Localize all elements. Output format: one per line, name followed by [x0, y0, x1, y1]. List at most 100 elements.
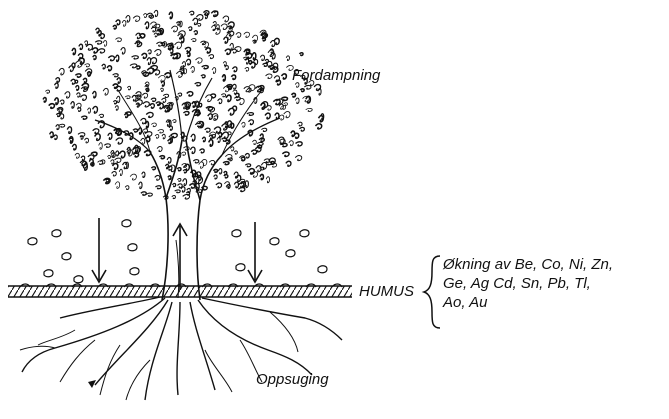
foliage-scribble: [113, 101, 116, 104]
foliage-scribble: [71, 79, 76, 84]
foliage-scribble: [65, 92, 70, 98]
foliage-scribble: [186, 59, 190, 65]
foliage-scribble: [130, 64, 137, 68]
foliage-scribble: [232, 84, 236, 89]
foliage-scribble: [163, 94, 168, 97]
foliage-scribble: [108, 133, 112, 139]
foliage-scribble: [216, 25, 219, 30]
foliage-scribble: [169, 12, 172, 19]
foliage-scribble: [88, 108, 91, 113]
foliage-scribble: [251, 150, 256, 154]
foliage-scribble: [49, 104, 55, 109]
foliage-scribble: [295, 156, 301, 161]
foliage-scribble: [202, 137, 205, 142]
foliage-scribble: [202, 66, 209, 69]
foliage-scribble: [206, 48, 211, 53]
foliage-scribble: [162, 98, 166, 102]
foliage-scribble: [85, 138, 89, 143]
foliage-scribble: [145, 22, 149, 29]
falling-leaf: [62, 253, 71, 260]
foliage-scribble: [146, 112, 153, 117]
falling-leaf: [44, 270, 53, 277]
foliage-scribble: [121, 48, 125, 55]
foliage-scribble: [122, 20, 126, 26]
enrichment-line: Ge, Ag Cd, Sn, Pb, Tl,: [443, 274, 591, 293]
foliage-scribble: [300, 89, 304, 92]
foliage-scribble: [132, 95, 136, 101]
foliage-scribble: [295, 98, 299, 104]
tree-trunk: [95, 70, 280, 300]
foliage-scribble: [172, 183, 175, 186]
foliage-scribble: [85, 64, 90, 67]
foliage-scribble: [214, 175, 217, 179]
foliage-scribble: [286, 56, 289, 61]
foliage-scribble: [263, 63, 268, 66]
foliage-scribble: [191, 66, 195, 72]
foliage-scribble: [83, 78, 86, 82]
foliage-scribble: [43, 97, 46, 102]
foliage-scribble: [282, 74, 287, 79]
foliage-scribble: [151, 123, 156, 127]
foliage-scribble: [167, 157, 171, 163]
uptake-label: Oppsuging: [256, 370, 329, 389]
foliage-scribble: [142, 53, 147, 58]
arrow-sap-rise: [173, 224, 187, 290]
foliage-scribble: [172, 195, 176, 198]
falling-leaf: [300, 230, 309, 237]
foliage-scribble: [181, 152, 185, 155]
foliage-scribble: [151, 98, 156, 101]
foliage-scribble: [69, 66, 74, 72]
foliage-scribble: [177, 168, 181, 171]
foliage-scribble: [81, 116, 87, 119]
foliage-scribble: [116, 138, 123, 144]
foliage-scribble: [165, 73, 171, 78]
foliage-scribble: [266, 74, 272, 79]
foliage-scribble: [125, 96, 130, 99]
foliage-scribble: [104, 144, 110, 148]
foliage-scribble: [183, 179, 187, 186]
foliage-scribble: [224, 171, 227, 175]
falling-leaf: [128, 244, 137, 251]
foliage-scribble: [93, 106, 98, 113]
foliage-scribble: [98, 49, 105, 53]
falling-leaf: [122, 220, 131, 227]
foliage-scribble: [230, 147, 233, 151]
foliage-scribble: [224, 37, 228, 43]
foliage-scribble: [142, 172, 145, 177]
foliage-scribble: [191, 134, 195, 141]
falling-leaf: [318, 266, 327, 273]
enrichment-line: Ao, Au: [443, 293, 487, 312]
foliage-scribble: [196, 58, 203, 63]
foliage-scribble: [213, 169, 217, 172]
foliage-scribble: [230, 43, 234, 49]
foliage-scribble: [245, 164, 250, 167]
foliage-scribble: [148, 50, 152, 54]
foliage-scribble: [223, 16, 229, 22]
foliage-scribble: [225, 66, 229, 70]
foliage-scribble: [113, 84, 118, 88]
foliage-scribble: [112, 172, 117, 176]
foliage-scribble: [209, 140, 213, 147]
foliage-scribble: [245, 49, 250, 53]
foliage-scribble: [125, 112, 131, 115]
foliage-scribble: [284, 112, 290, 118]
foliage-scribble: [158, 130, 164, 133]
foliage-scribble: [160, 88, 163, 91]
foliage-scribble: [187, 92, 193, 96]
foliage-scribble: [231, 75, 235, 79]
foliage-scribble: [270, 41, 275, 47]
foliage-scribble: [147, 58, 151, 65]
foliage-scribble: [218, 169, 221, 174]
foliage-scribble: [319, 116, 324, 122]
foliage-scribble: [209, 55, 214, 59]
foliage-scribble: [296, 142, 303, 146]
foliage-scribble: [145, 121, 148, 128]
foliage-scribble: [125, 186, 129, 190]
foliage-scribble: [93, 91, 96, 97]
foliage-scribble: [93, 129, 99, 134]
foliage-scribble: [76, 93, 80, 97]
foliage-scribble: [145, 132, 152, 137]
foliage-scribble: [252, 140, 256, 144]
foliage-scribble: [75, 153, 79, 158]
foliage-scribble: [95, 134, 101, 141]
